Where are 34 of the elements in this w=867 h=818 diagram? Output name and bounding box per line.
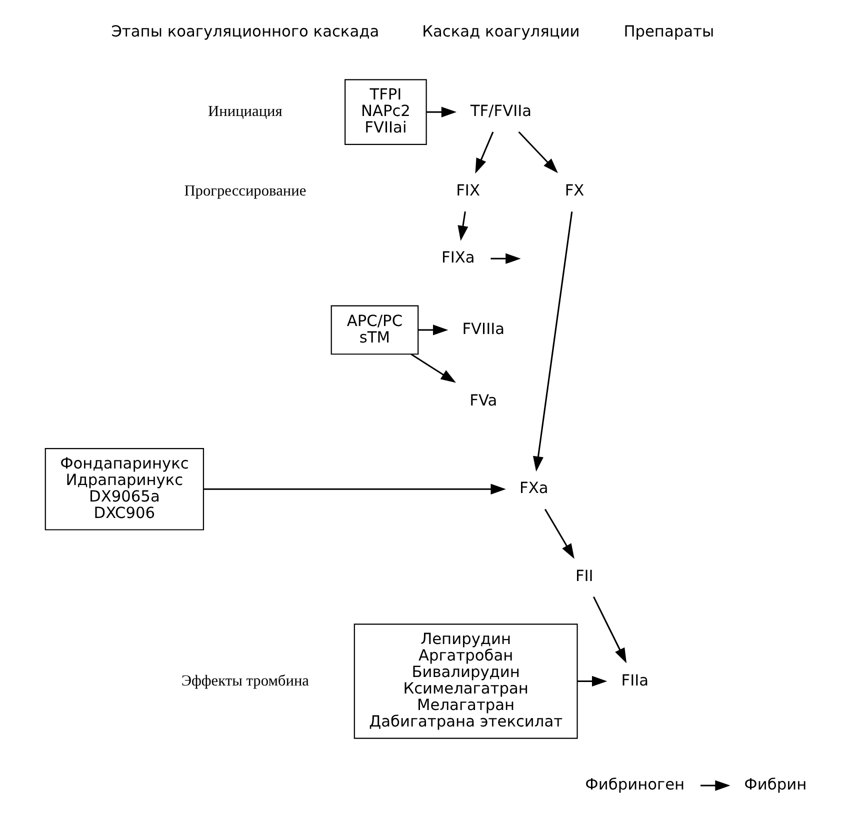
node-text: Фибрин [744,776,806,794]
node-text: Фибриноген [584,776,684,794]
node-text: TF/FVIIa [470,102,532,120]
label: Эффекты тромбина [180,672,309,690]
arrow [426,106,456,118]
arrow [457,211,468,241]
arrow [576,676,607,687]
arrow [490,253,520,264]
arrow [592,596,626,664]
label: Этапы коагуляционного каскада [110,22,379,41]
node-box: Лепирудин Аргатробан Бивалирудин Ксимелагатран Мелагатран Дабигатрана этексилат [353,624,578,739]
node-text: FXa [519,479,548,498]
label: Каскад коагуляции [422,22,580,41]
node-text: FX [564,182,584,200]
node-text: FIX [456,182,480,200]
arrow [544,508,574,559]
arrow [700,780,730,791]
label: Прогрессирование [184,182,306,200]
arrow [474,132,494,174]
node-text: FIIa [620,671,648,690]
node-text: FIXa [440,248,474,267]
label: Инициация [208,103,282,120]
arrow [532,212,572,472]
arrow [518,131,558,174]
arrow [418,324,448,336]
arrow [410,354,456,383]
node-box: Фондапаринукс Идрапаринукс DX9065a DXC906 [44,448,204,530]
arrow [203,484,506,494]
node-box: APC/PC sTM [330,305,418,355]
node-text: FVa [469,391,497,410]
node-text: FII [574,567,593,586]
node-text: FVIIIa [462,320,504,338]
label: Препараты [623,22,714,41]
node-box: TFPI NAPc2 FVIIai [344,79,426,145]
